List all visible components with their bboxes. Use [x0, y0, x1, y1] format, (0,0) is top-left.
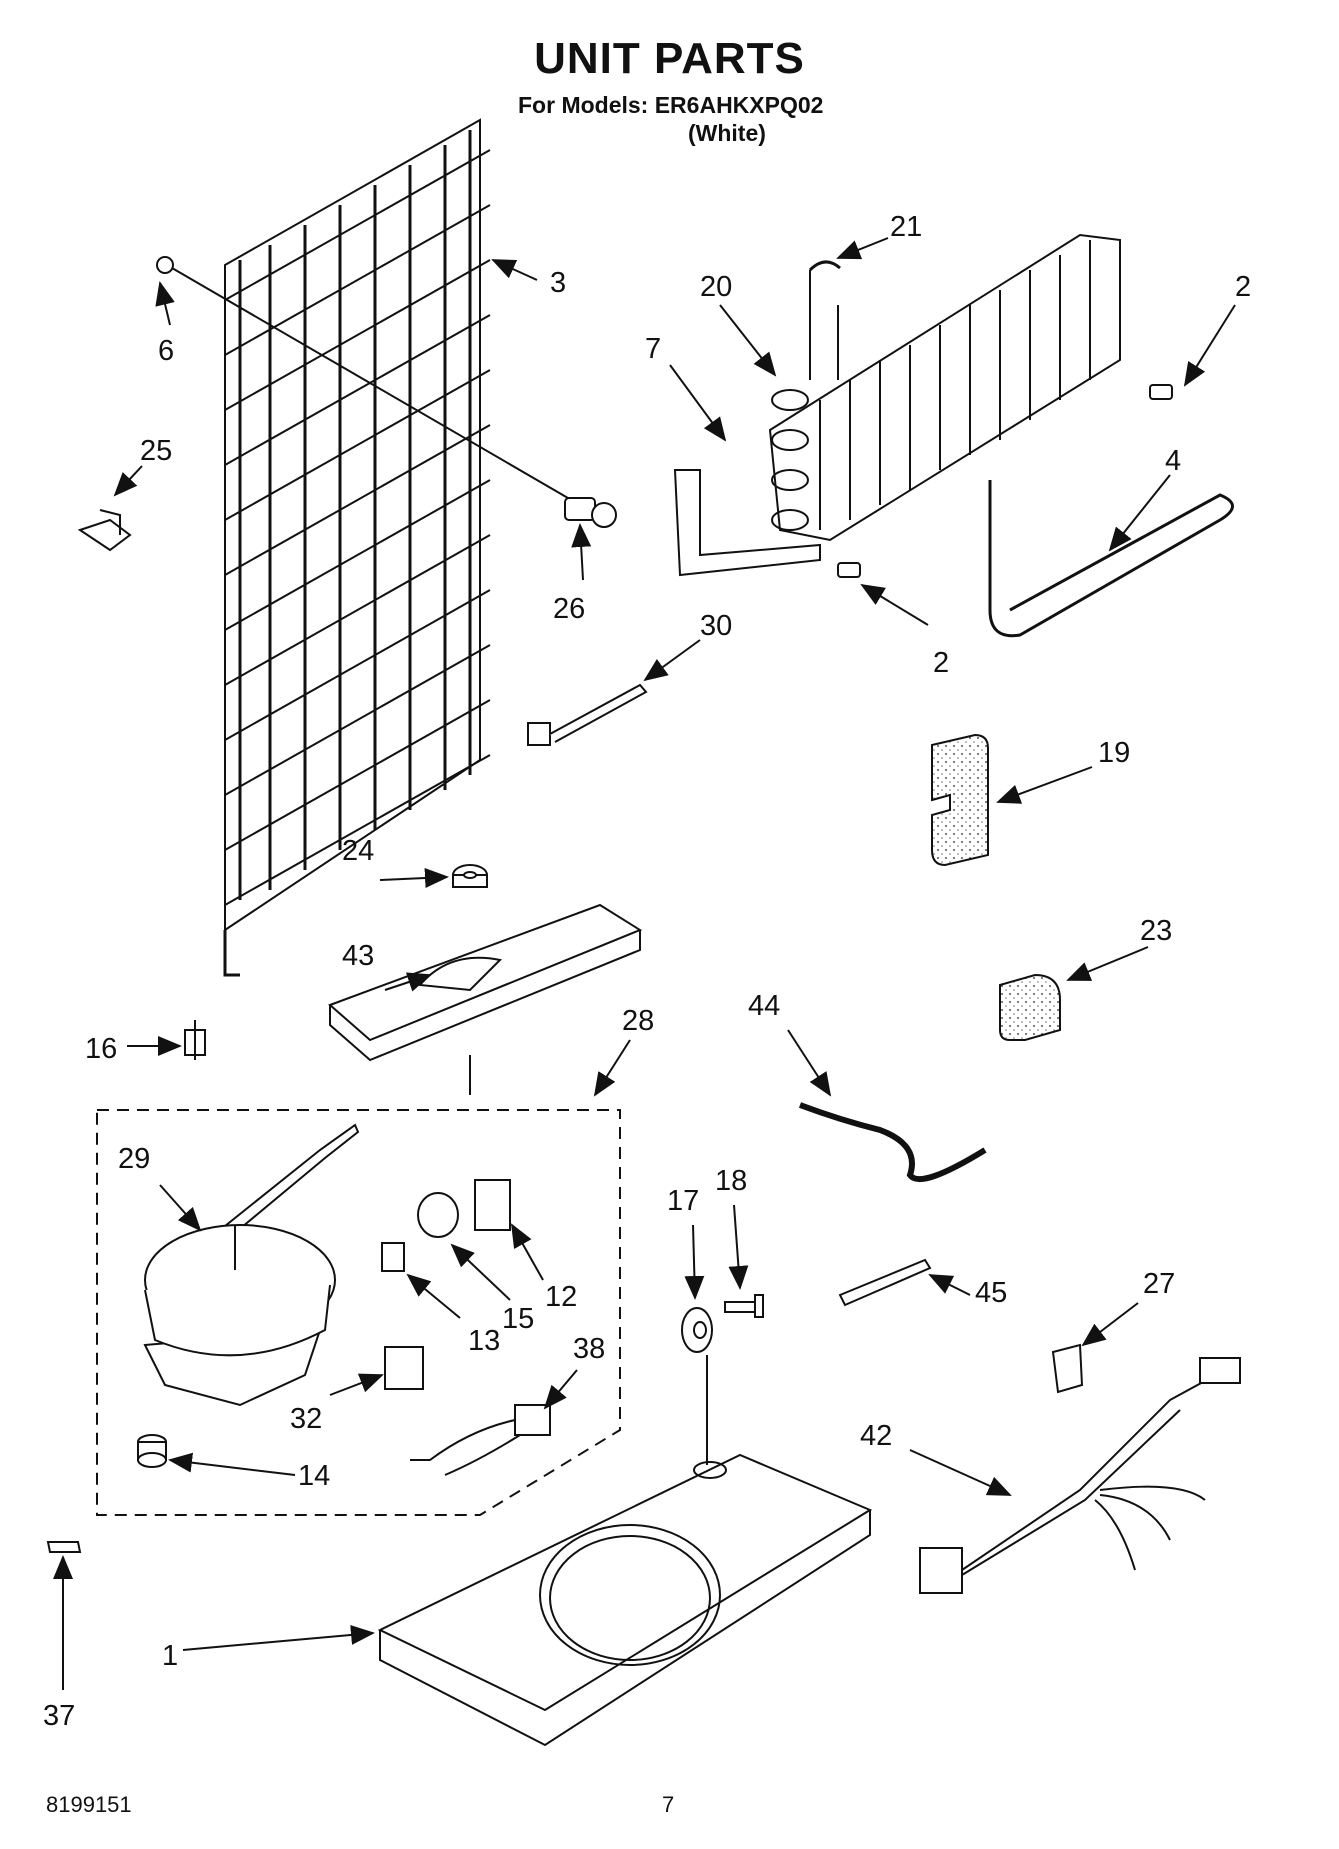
- doc-number: 8199151: [46, 1792, 132, 1817]
- clip-16-part: [184, 1020, 206, 1060]
- harness-42-part: [919, 1357, 1241, 1594]
- screw-6-part: [156, 256, 581, 506]
- callout-26: 26: [553, 593, 585, 625]
- relay-12-part: [474, 1179, 511, 1231]
- callout-27: 27: [1143, 1268, 1175, 1300]
- callout-28: 28: [622, 1005, 654, 1037]
- bracket-27-part: [1051, 1343, 1084, 1394]
- callout-12: 12: [545, 1281, 577, 1313]
- callout-21: 21: [890, 211, 922, 243]
- grommet-17-part: [681, 1307, 713, 1465]
- tube-44-part: [798, 1102, 987, 1183]
- overload-15-part: [417, 1192, 459, 1238]
- bracket-25-part: [77, 509, 132, 552]
- insulation-19-part: [931, 733, 989, 867]
- evaporator-part: [673, 233, 1121, 577]
- callout-32: 32: [290, 1403, 322, 1435]
- callout-38: 38: [573, 1333, 605, 1365]
- callout-labels: 3 6 25 26 21 20 2 7 4 2 30 19 24 43 23 1…: [43, 211, 1251, 1732]
- callout-15: 15: [502, 1303, 534, 1335]
- bolt-18-part: [724, 1294, 764, 1318]
- callout-44: 44: [748, 990, 780, 1022]
- wiring-38-part: [410, 1404, 551, 1476]
- base-pan-1-part: [377, 1453, 873, 1747]
- clip-21-part: [808, 260, 841, 272]
- leader-lines: [53, 237, 1236, 1690]
- callout-2a: 2: [1235, 271, 1251, 303]
- callout-45: 45: [975, 1277, 1007, 1309]
- callout-3: 3: [550, 267, 566, 299]
- insulation-23-part: [999, 973, 1061, 1041]
- callout-7: 7: [645, 333, 661, 365]
- callout-14: 14: [298, 1460, 330, 1492]
- grommet-26-part: [564, 497, 617, 528]
- cable-tie-30-part: [527, 683, 648, 746]
- callout-24: 24: [342, 835, 374, 867]
- page-number: 7: [662, 1792, 675, 1817]
- drain-pan-43-part: [328, 903, 643, 1095]
- page-title: UNIT PARTS: [534, 34, 805, 83]
- callout-25: 25: [140, 435, 172, 467]
- callout-16: 16: [85, 1033, 117, 1065]
- callout-20: 20: [700, 271, 732, 303]
- callout-4: 4: [1165, 445, 1181, 477]
- tube-45-part: [838, 1258, 932, 1307]
- models-line: For Models: ER6AHKXPQ02: [518, 92, 824, 118]
- compressor-group-28-boundary: [96, 1109, 621, 1516]
- callout-2b: 2: [933, 647, 949, 679]
- callout-18: 18: [715, 1165, 747, 1197]
- callout-43: 43: [342, 940, 374, 972]
- condenser-coil-part: [223, 118, 491, 977]
- relay-13-part: [381, 1242, 405, 1272]
- callout-29: 29: [118, 1143, 150, 1175]
- callout-1: 1: [162, 1640, 178, 1672]
- capacitor-32-part: [384, 1346, 424, 1390]
- callout-23: 23: [1140, 915, 1172, 947]
- screw-2-part: [837, 384, 1173, 578]
- nut-24-part: [452, 864, 488, 888]
- callout-19: 19: [1098, 737, 1130, 769]
- callout-6: 6: [158, 335, 174, 367]
- callout-17: 17: [667, 1185, 699, 1217]
- callout-30: 30: [700, 610, 732, 642]
- callout-37: 37: [43, 1700, 75, 1732]
- grommet-14-part: [137, 1434, 167, 1468]
- callout-13: 13: [468, 1325, 500, 1357]
- color-line: (White): [688, 120, 766, 146]
- callout-42: 42: [860, 1420, 892, 1452]
- compressor-part: [143, 1224, 336, 1407]
- clip-37-part: [46, 1541, 82, 1553]
- heater-4-part: [988, 480, 1234, 638]
